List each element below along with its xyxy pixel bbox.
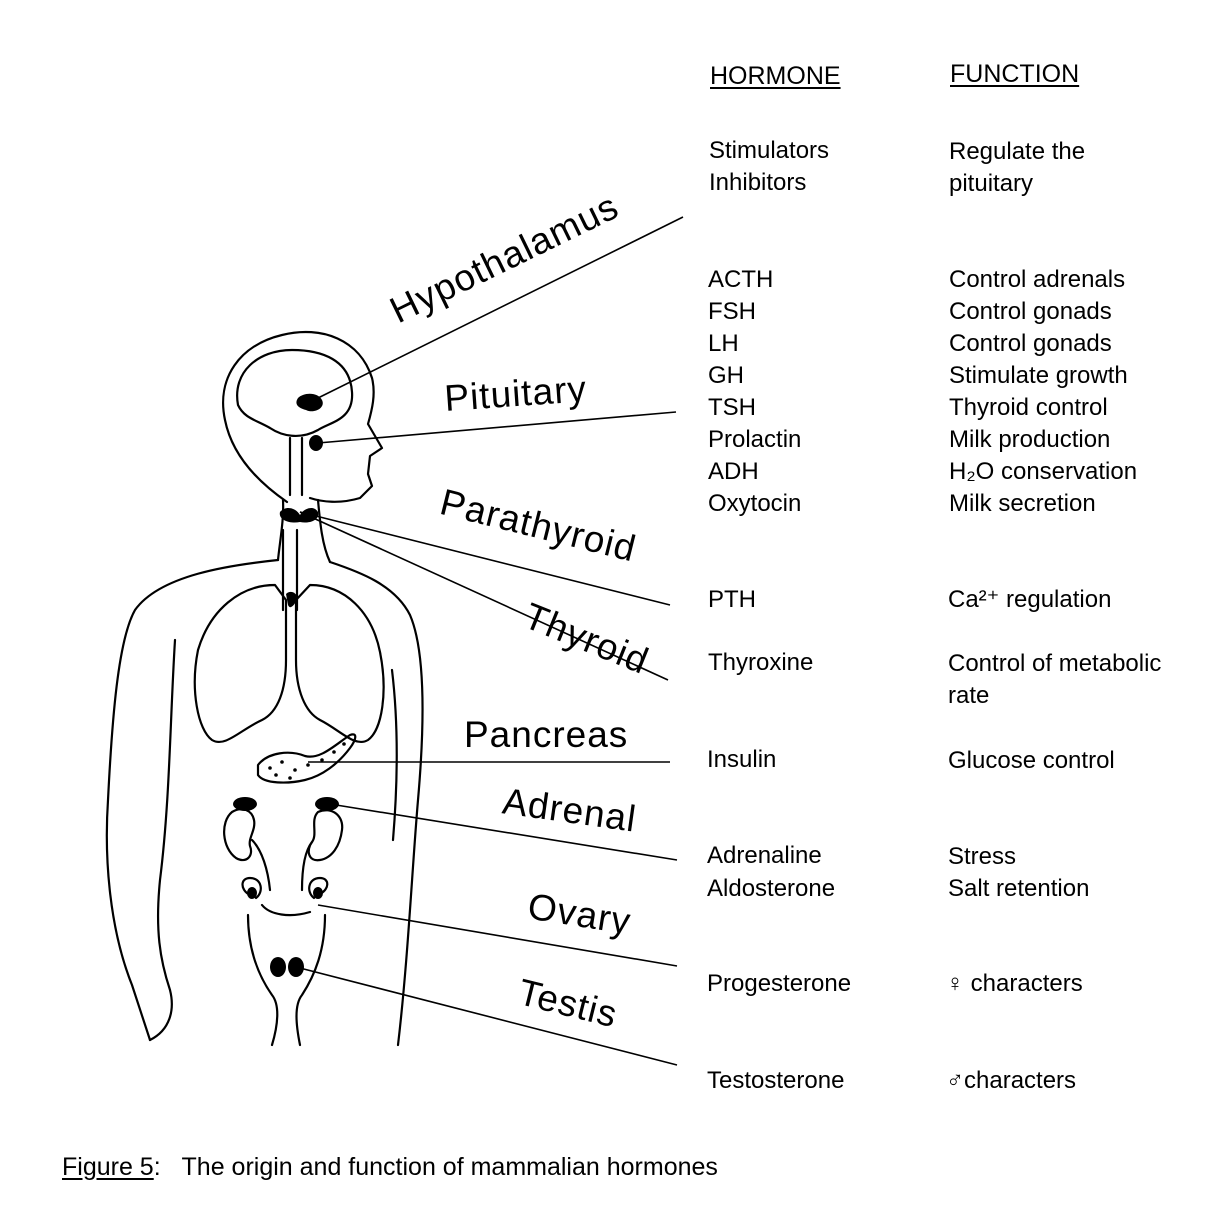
function-milk-secretion: Milk secretion [949, 490, 1096, 517]
right-inner-line [390, 668, 398, 842]
hormone-gh: GH [708, 362, 744, 389]
heart [286, 591, 298, 608]
pituitary-gland [309, 435, 323, 451]
pancreas-outline [256, 733, 357, 784]
function-control-gonads-1: Control gonads [949, 298, 1112, 325]
hormone-tsh: TSH [708, 394, 756, 421]
hormone-insulin: Insulin [707, 746, 777, 773]
function-stimulate-growth: Stimulate growth [949, 362, 1128, 389]
function-thyroid-control: Thyroid control [949, 394, 1108, 421]
left-lung [193, 583, 288, 743]
pelvis-outline [246, 913, 327, 1047]
thyroid-gland [279, 508, 319, 523]
ureters [250, 838, 314, 892]
leader-thyroid [299, 511, 669, 681]
function-metabolic-line1: Control of metabolic [948, 650, 1162, 677]
head-outline [222, 330, 384, 504]
function-male-characters: ♂characters [946, 1067, 1077, 1094]
hormone-adh: ADH [708, 458, 759, 485]
function-calcium-regulation: Ca²⁺ regulation [948, 586, 1112, 613]
hormone-pth: PTH [708, 586, 756, 613]
caption-text: The origin and function of mammalian hor… [181, 1153, 718, 1181]
left-testis [270, 957, 286, 977]
left-kidney [223, 808, 256, 862]
hormone-prolactin: Prolactin [708, 426, 802, 453]
hormone-thyroxine: Thyroxine [708, 649, 814, 676]
neck-outline [276, 498, 332, 564]
hypothalamus-gland [296, 393, 323, 412]
function-stress: Stress [948, 843, 1017, 870]
hormone-oxytocin: Oxytocin [708, 490, 802, 517]
leader-ovary [317, 904, 678, 967]
function-control-adrenals: Control adrenals [949, 266, 1126, 293]
hormone-stimulators: Stimulators [709, 137, 830, 164]
function-milk-production: Milk production [949, 426, 1111, 453]
hormone-header: HORMONE [710, 62, 841, 90]
leader-adrenal [329, 803, 678, 861]
right-ovary [313, 887, 323, 899]
gland-label-pancreas: Pancreas [464, 714, 629, 755]
leader-parathyroid [299, 511, 671, 606]
figure-number: Figure 5 [62, 1153, 154, 1181]
hormone-adrenaline: Adrenaline [707, 842, 822, 869]
function-water-conservation: H₂O conservation [949, 458, 1138, 485]
brain-outline [236, 348, 354, 437]
uterus-outline [241, 876, 329, 917]
leader-testis [295, 966, 678, 1066]
leader-hypothalamus [317, 216, 684, 399]
left-arm-inner [148, 638, 177, 1042]
hormone-testosterone: Testosterone [707, 1067, 845, 1094]
brainstem-outline [288, 436, 304, 497]
right-lung [294, 583, 385, 743]
leader-pituitary [317, 411, 677, 444]
function-header: FUNCTION [950, 60, 1080, 88]
function-metabolic-line2: rate [948, 682, 990, 709]
hormone-progesterone: Progesterone [707, 970, 852, 997]
torso-outline [105, 558, 424, 1047]
hormone-lh: LH [708, 330, 739, 357]
hormone-fsh: FSH [708, 298, 756, 325]
function-regulate-line2: pituitary [949, 170, 1034, 197]
hormone-inhibitors: Inhibitors [709, 169, 807, 196]
function-control-gonads-2: Control gonads [949, 330, 1112, 357]
hormone-aldosterone: Aldosterone [707, 875, 836, 902]
right-kidney [307, 809, 344, 862]
right-adrenal [315, 797, 339, 811]
function-salt-retention: Salt retention [948, 875, 1090, 902]
function-glucose-control: Glucose control [948, 747, 1115, 774]
function-female-characters: ♀ characters [946, 970, 1083, 997]
left-adrenal [233, 797, 257, 811]
left-ovary [247, 887, 257, 899]
figure-caption: Figure 5: The origin and function of mam… [62, 1153, 718, 1182]
function-regulate-line1: Regulate the [949, 138, 1086, 165]
caption-separator: : [153, 1153, 161, 1181]
hormone-acth: ACTH [708, 266, 774, 293]
